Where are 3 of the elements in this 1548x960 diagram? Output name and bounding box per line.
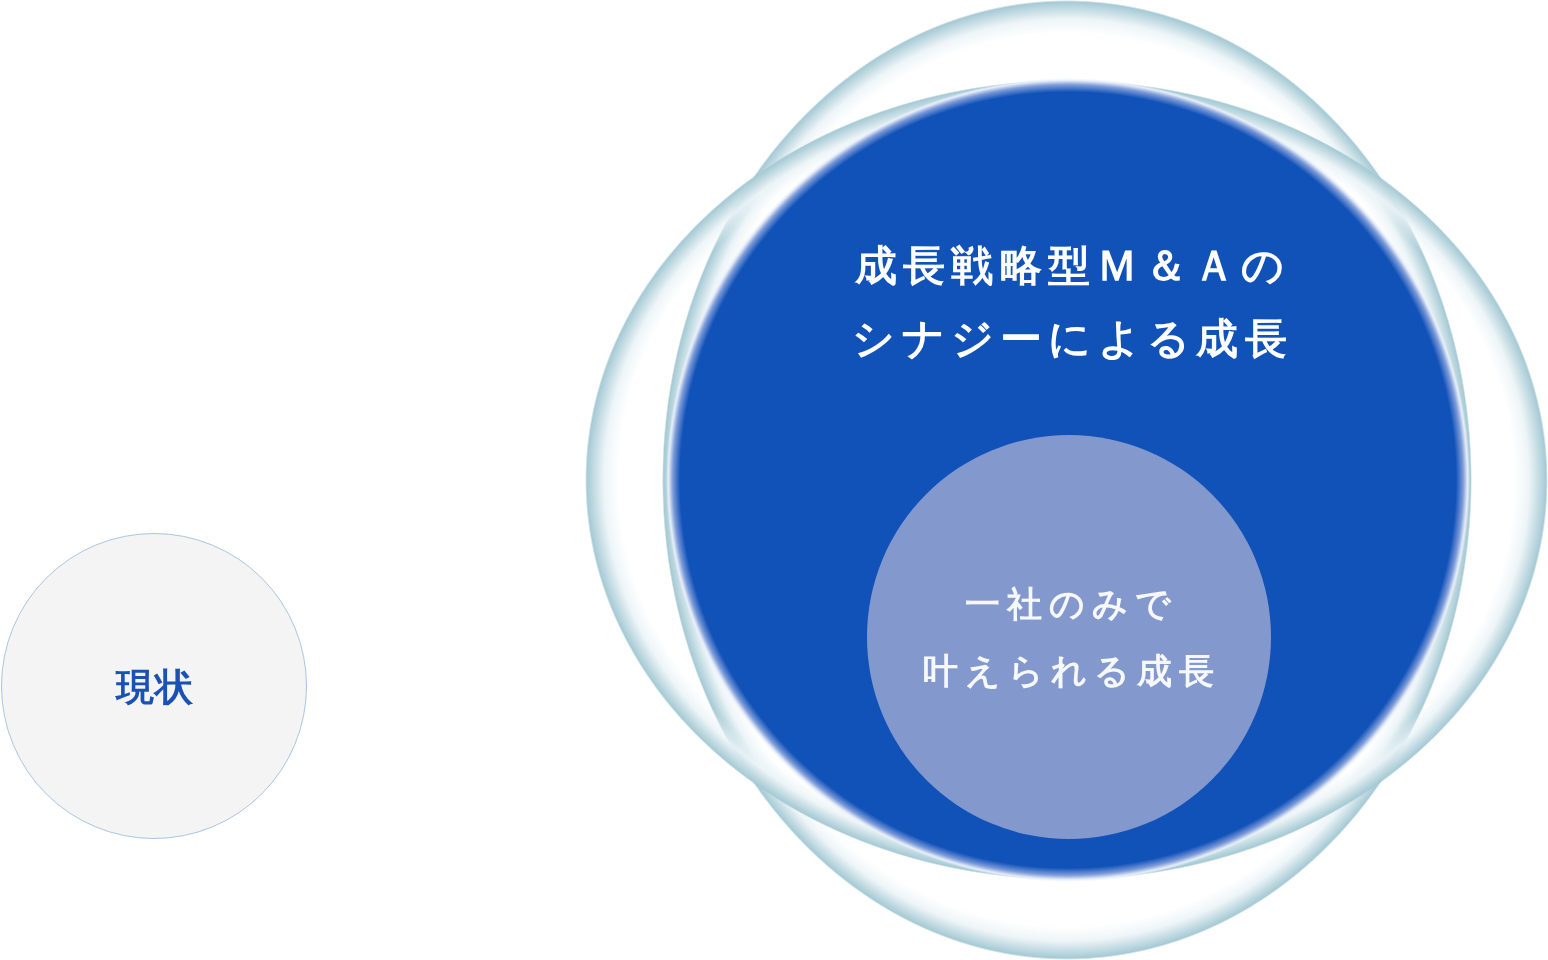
circle-heading: 成長戦略型Ｍ＆Ａのシナジーによる成長 [851,240,1294,365]
circle-label: 一社のみで叶えられる成長 [921,583,1222,693]
circle-label: 現状 [114,664,196,711]
